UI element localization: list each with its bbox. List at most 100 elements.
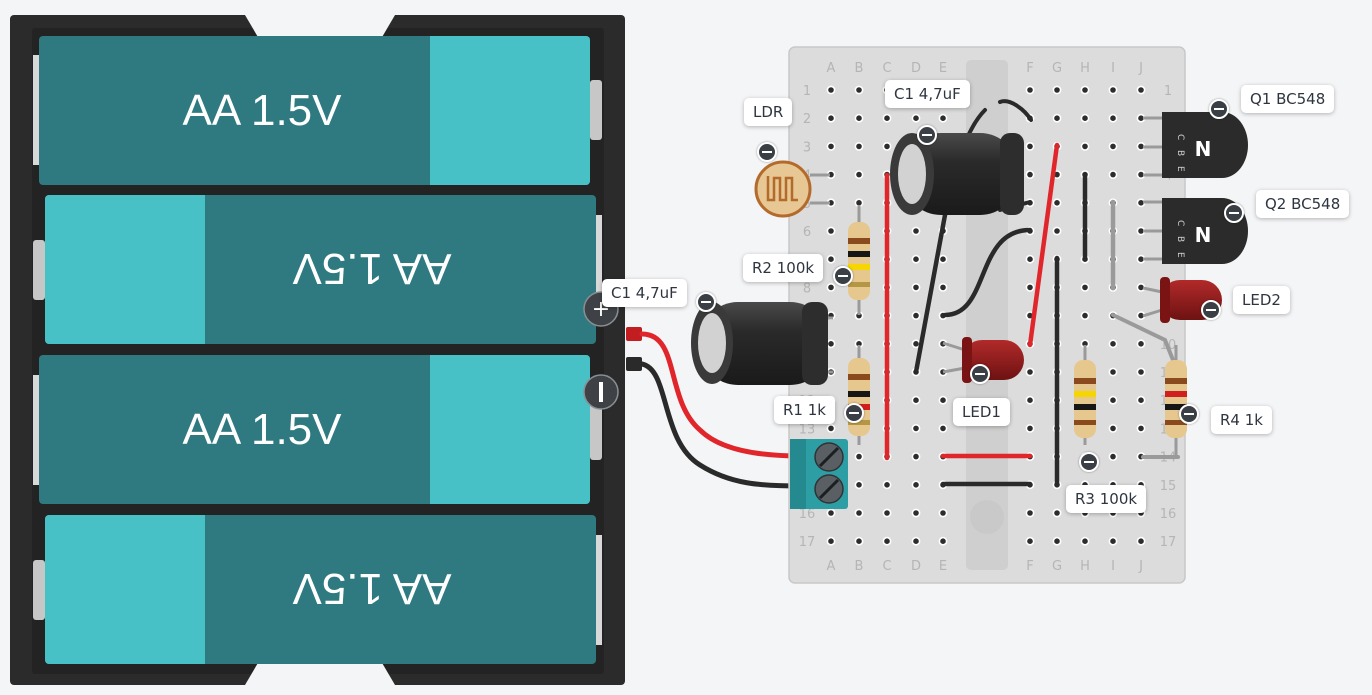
r1-label[interactable]: R1 1k (774, 396, 835, 424)
led1-pin-icon[interactable] (970, 364, 990, 384)
battery-minus-terminal[interactable] (583, 374, 619, 410)
breadboard-hole[interactable] (911, 254, 921, 264)
breadboard-hole[interactable] (938, 113, 948, 123)
capacitor-c1-offboard[interactable] (691, 302, 833, 385)
breadboard-hole[interactable] (882, 508, 892, 518)
breadboard-hole[interactable] (1080, 536, 1090, 546)
breadboard-hole[interactable] (854, 508, 864, 518)
breadboard-hole[interactable] (938, 536, 948, 546)
breadboard-hole[interactable] (854, 480, 864, 490)
breadboard-hole[interactable] (1108, 423, 1118, 433)
c1-offboard-pin-icon[interactable] (696, 292, 716, 312)
breadboard-hole[interactable] (1080, 282, 1090, 292)
breadboard-hole[interactable] (1025, 536, 1035, 546)
red-wire[interactable] (1027, 142, 1060, 348)
gray-wire[interactable] (1111, 313, 1177, 367)
breadboard-hole[interactable] (1108, 452, 1118, 461)
breadboard-hole[interactable] (1025, 141, 1035, 151)
breadboard-hole[interactable] (826, 282, 836, 292)
r1-pin-icon[interactable] (844, 403, 864, 423)
breadboard-hole[interactable] (911, 113, 921, 123)
breadboard-hole[interactable] (1080, 311, 1090, 320)
q1-label[interactable]: Q1 BC548 (1241, 85, 1335, 113)
r4-pin-icon[interactable] (1179, 404, 1199, 424)
black-wire[interactable] (942, 227, 1033, 318)
breadboard-hole[interactable] (1025, 254, 1035, 264)
breadboard-hole[interactable] (826, 254, 836, 264)
ldr-component[interactable] (754, 160, 830, 218)
breadboard-hole[interactable] (1025, 282, 1035, 292)
breadboard-hole[interactable] (1136, 536, 1146, 546)
resistor-r3[interactable] (1074, 345, 1096, 445)
breadboard-hole[interactable] (938, 395, 948, 405)
black-wire[interactable] (913, 212, 948, 375)
breadboard-hole[interactable] (826, 141, 836, 151)
r2-pin-icon[interactable] (833, 266, 853, 286)
breadboard-hole[interactable] (938, 282, 948, 292)
breadboard-hole[interactable] (854, 536, 864, 546)
breadboard-wires[interactable] (884, 142, 1180, 487)
breadboard-hole[interactable] (1136, 367, 1146, 377)
resistor-r2[interactable] (848, 205, 870, 315)
ldr-pin-icon[interactable] (757, 142, 777, 162)
breadboard-hole[interactable] (882, 113, 892, 123)
breadboard-hole[interactable] (911, 395, 921, 405)
c1-board-label[interactable]: C1 4,7uF (885, 80, 970, 108)
breadboard-hole[interactable] (1052, 113, 1062, 123)
battery-holder[interactable]: AA 1.5V AA 1.5V AA 1.5V AA 1. (10, 15, 625, 685)
breadboard-hole[interactable] (1136, 423, 1146, 433)
breadboard-hole[interactable] (1025, 423, 1035, 433)
breadboard-hole[interactable] (1080, 85, 1090, 95)
breadboard-hole[interactable] (1052, 198, 1062, 208)
breadboard-hole[interactable] (1108, 367, 1118, 377)
r4-label[interactable]: R4 1k (1211, 406, 1272, 434)
r2-label[interactable]: R2 100k (743, 254, 824, 282)
q1-pin-icon[interactable] (1209, 99, 1229, 119)
breadboard-hole[interactable] (1025, 367, 1035, 377)
breadboard-hole[interactable] (1025, 508, 1035, 518)
breadboard-hole[interactable] (938, 254, 948, 264)
breadboard-hole[interactable] (938, 423, 948, 433)
breadboard-hole[interactable] (826, 85, 836, 95)
breadboard-hole[interactable] (826, 508, 836, 518)
breadboard-hole[interactable] (1080, 113, 1090, 123)
breadboard-hole[interactable] (1136, 85, 1146, 95)
breadboard-hole[interactable] (854, 113, 864, 123)
breadboard-hole[interactable] (882, 480, 892, 490)
breadboard-hole[interactable] (882, 536, 892, 546)
breadboard-hole[interactable] (854, 170, 864, 179)
breadboard-hole[interactable] (826, 339, 836, 349)
breadboard-hole[interactable] (1052, 536, 1062, 546)
breadboard-hole[interactable] (911, 282, 921, 292)
r3-pin-icon[interactable] (1079, 452, 1099, 472)
breadboard-hole[interactable] (854, 85, 864, 95)
breadboard-hole[interactable] (854, 141, 864, 151)
breadboard-hole[interactable] (1136, 395, 1146, 405)
battery-cell-3[interactable]: AA 1.5V (33, 355, 602, 504)
breadboard-hole[interactable] (1108, 113, 1118, 123)
breadboard-hole[interactable] (911, 536, 921, 546)
breadboard-hole[interactable] (1108, 141, 1118, 151)
battery-cell-2[interactable]: AA 1.5V (33, 195, 602, 344)
breadboard-hole[interactable] (854, 452, 864, 461)
breadboard-hole[interactable] (1052, 226, 1062, 236)
breadboard-hole[interactable] (1025, 170, 1035, 179)
transistor-q1[interactable]: N C B E (1143, 112, 1248, 178)
led1-label[interactable]: LED1 (953, 398, 1010, 426)
battery-leads[interactable] (626, 327, 803, 489)
breadboard-hole[interactable] (826, 226, 836, 236)
terminal-block[interactable] (790, 439, 848, 509)
r3-label[interactable]: R3 100k (1066, 485, 1147, 513)
red-battery-wire[interactable] (639, 331, 803, 459)
breadboard-hole[interactable] (911, 423, 921, 433)
breadboard-hole[interactable] (826, 113, 836, 123)
breadboard-hole[interactable] (1108, 170, 1118, 179)
capacitor-c1-board[interactable] (890, 99, 1033, 217)
breadboard-hole[interactable] (911, 452, 921, 461)
led2-pin-icon[interactable] (1201, 300, 1221, 320)
breadboard-hole[interactable] (1080, 141, 1090, 151)
breadboard-hole[interactable] (1108, 85, 1118, 95)
battery-cell-4[interactable]: AA 1.5V (33, 515, 602, 664)
breadboard-hole[interactable] (1108, 536, 1118, 546)
